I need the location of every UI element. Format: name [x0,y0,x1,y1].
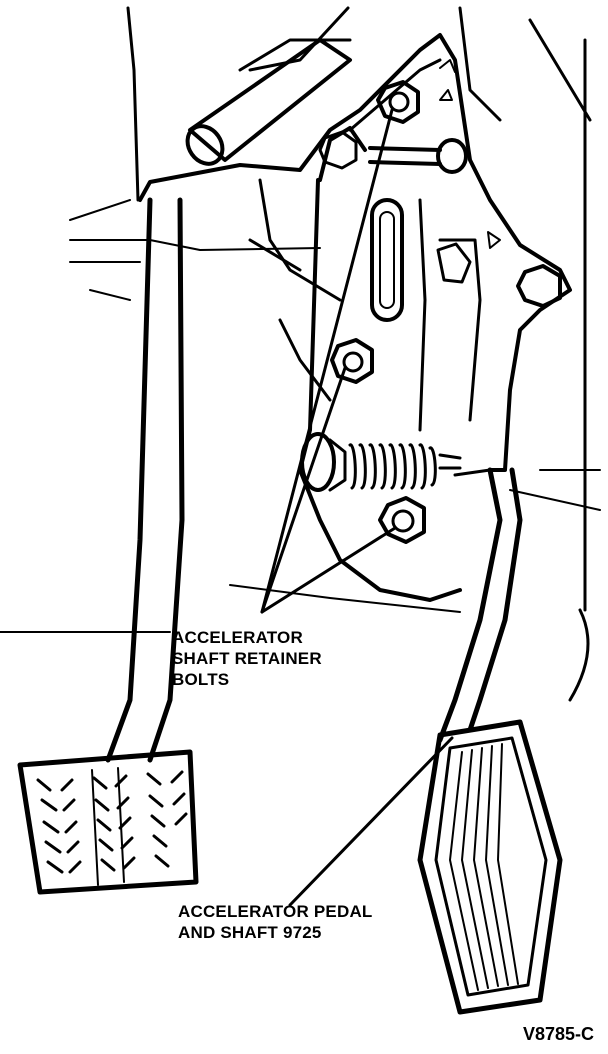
figure-id: V8785-C [522,1024,594,1044]
retainer-bolt-middle [330,338,374,384]
brake-pedal-arm [105,197,185,763]
bracket-nut-right [516,264,562,308]
brake-pedal-pad [17,749,199,895]
retainer-bolts-callout: ACCELERATOR SHAFT RETAINER BOLTS [172,627,322,690]
slotted-guide [370,198,404,322]
retainer-bolts-label-line2: SHAFT RETAINER [172,649,322,668]
retainer-bolt-lower [378,496,426,544]
accelerator-pedal-label-line2: AND SHAFT 9725 [178,923,322,942]
small-clip [436,242,472,284]
bracket-nut-top [318,130,358,170]
firewall-structure [0,6,601,702]
accelerator-pedal-arm [437,467,523,743]
accelerator-pedal-callout: ACCELERATOR PEDAL AND SHAFT 9725 [178,901,373,943]
cross-tube [185,38,352,166]
leader-lines [260,108,454,907]
retainer-bolt-upper [376,80,420,124]
retainer-bolts-label-line3: BOLTS [172,670,230,689]
retainer-bolts-label-line1: ACCELERATOR [172,628,303,647]
accelerator-pedal-pad [417,719,563,1015]
return-spring [300,432,462,492]
accelerator-pedal-label-line1: ACCELERATOR PEDAL [178,902,373,921]
